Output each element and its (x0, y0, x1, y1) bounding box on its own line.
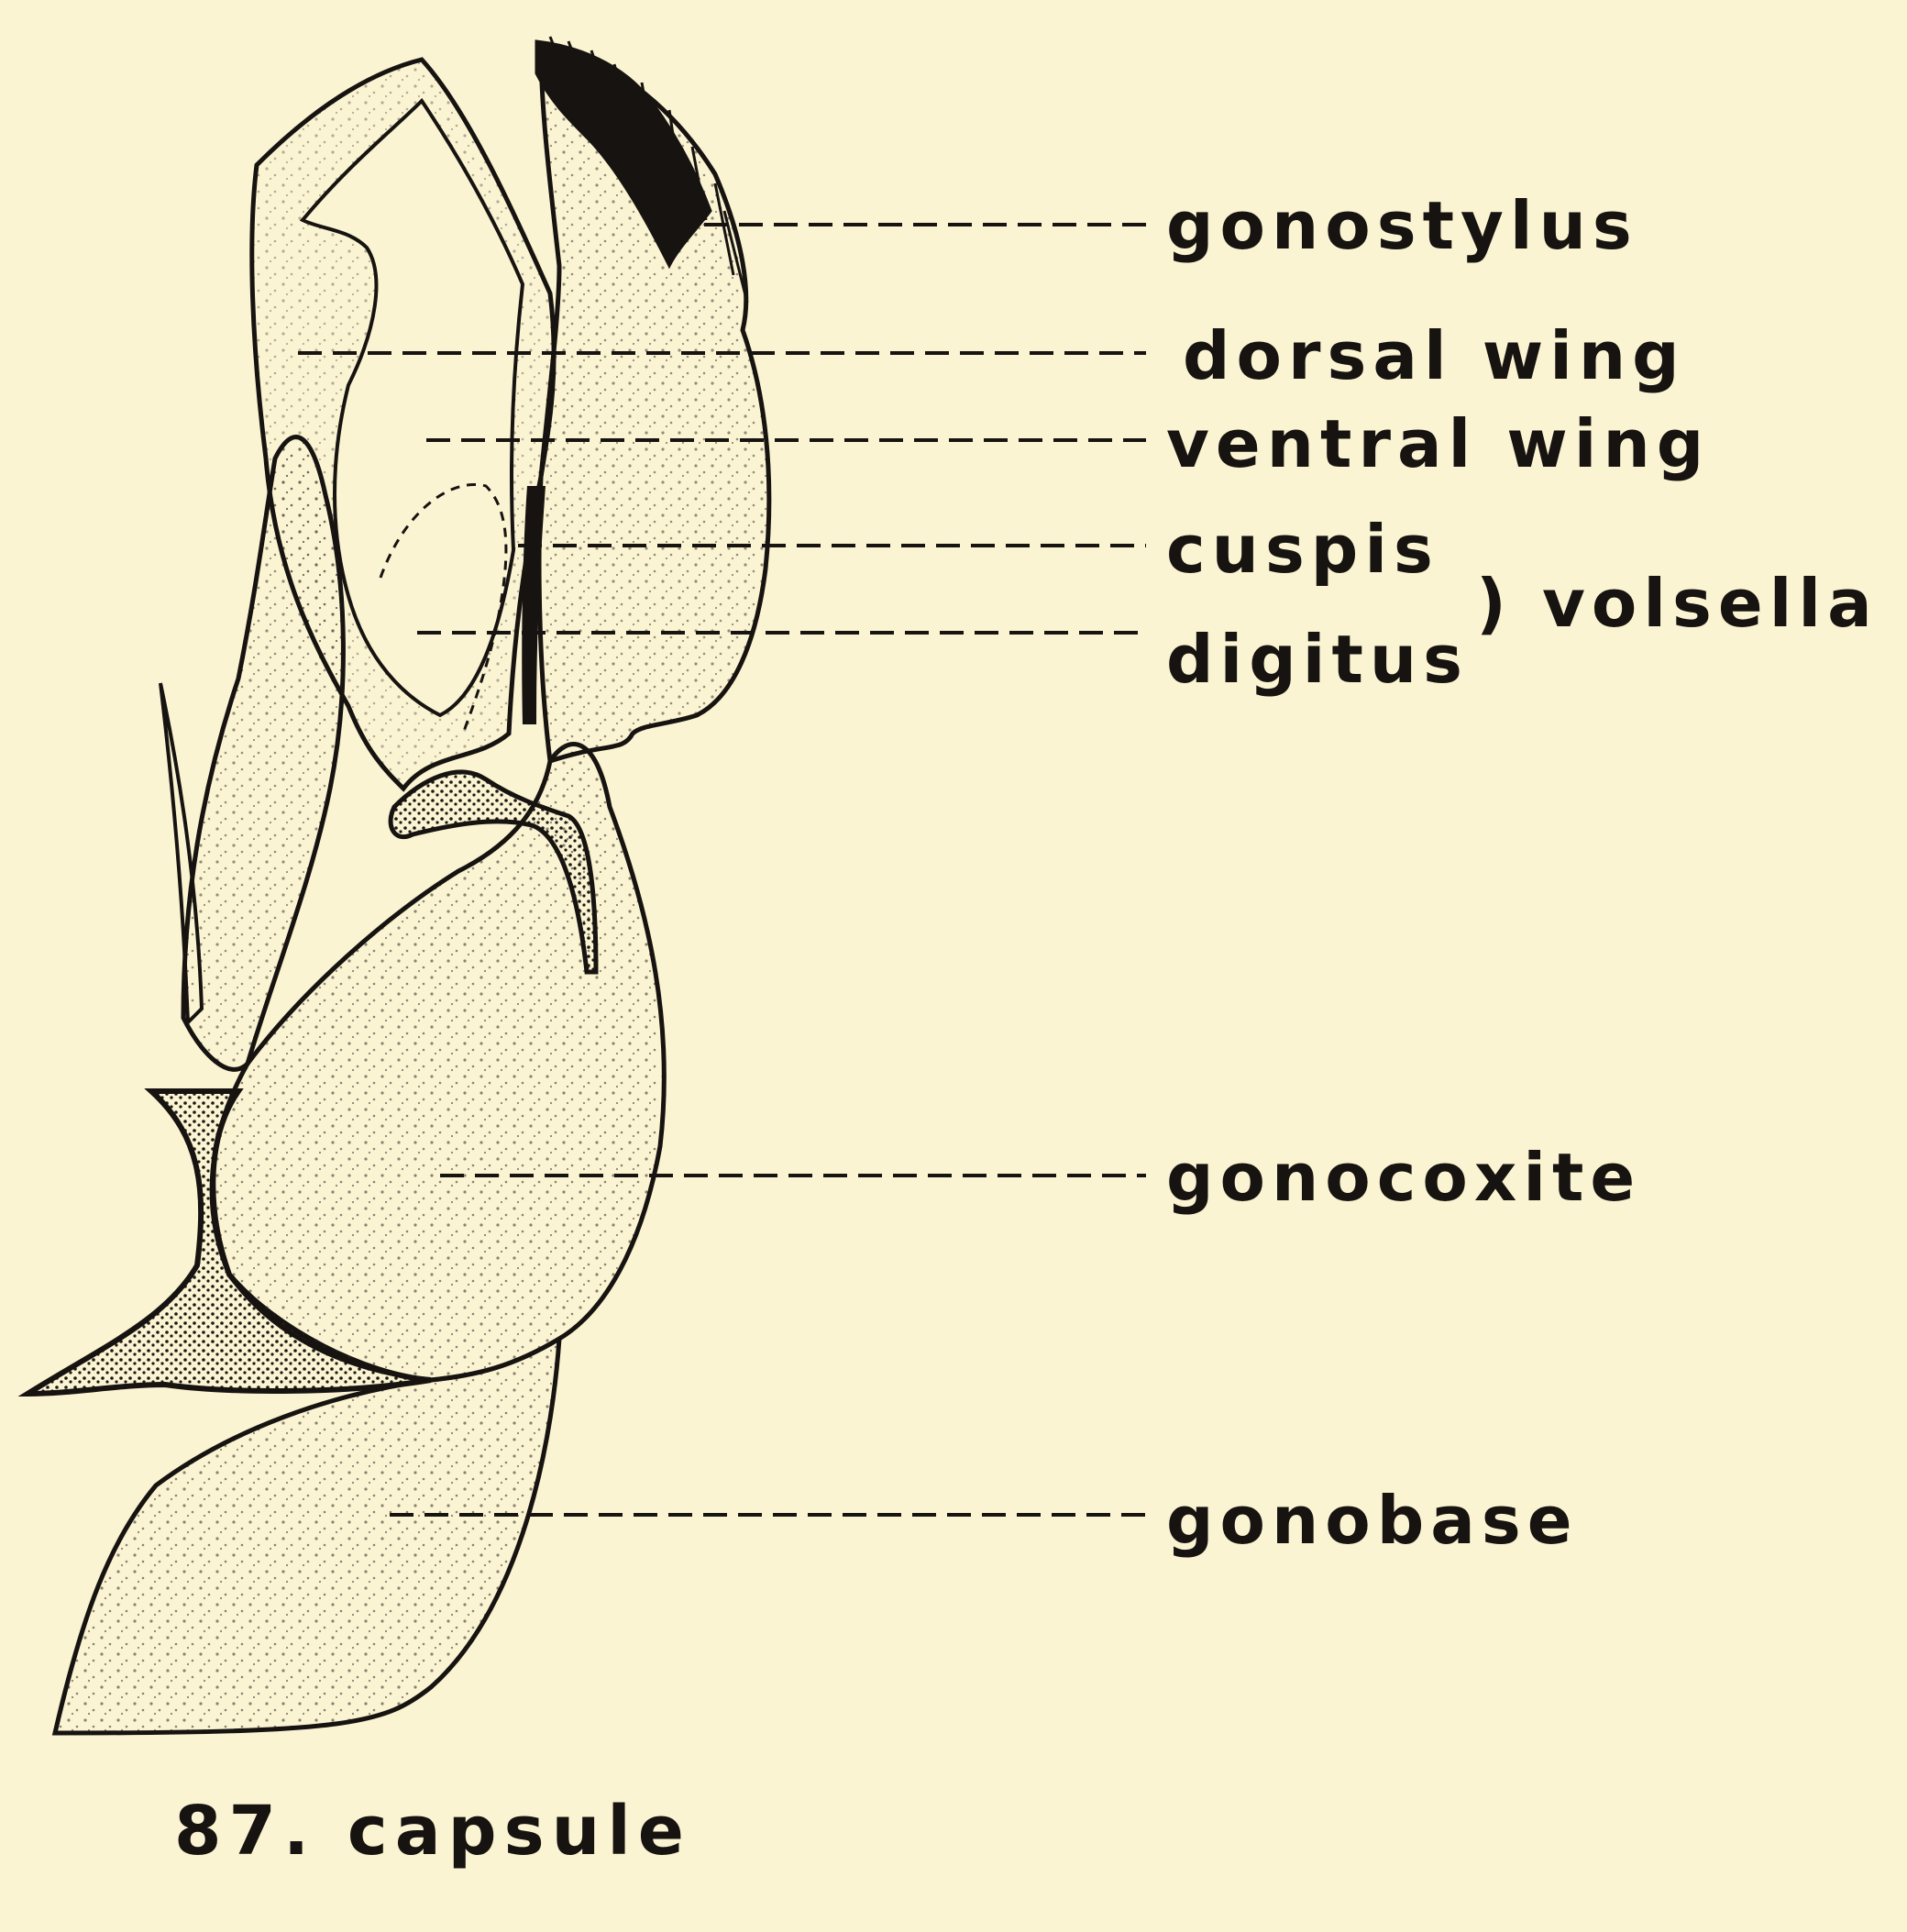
label-volsella: ) volsella (1476, 570, 1879, 636)
label-gonocoxite: gonocoxite (1166, 1144, 1641, 1210)
label-ventral-wing: ventral wing (1166, 411, 1710, 477)
label-digitus: digitus (1166, 626, 1469, 692)
label-dorsal-wing: dorsal wing (1183, 323, 1686, 389)
label-cuspis: cuspis (1166, 516, 1439, 582)
gonobase-shape (55, 1339, 559, 1733)
label-gonostylus: gonostylus (1166, 193, 1638, 259)
figure-caption: 87. capsule (174, 1797, 691, 1865)
label-gonobase: gonobase (1166, 1487, 1579, 1553)
